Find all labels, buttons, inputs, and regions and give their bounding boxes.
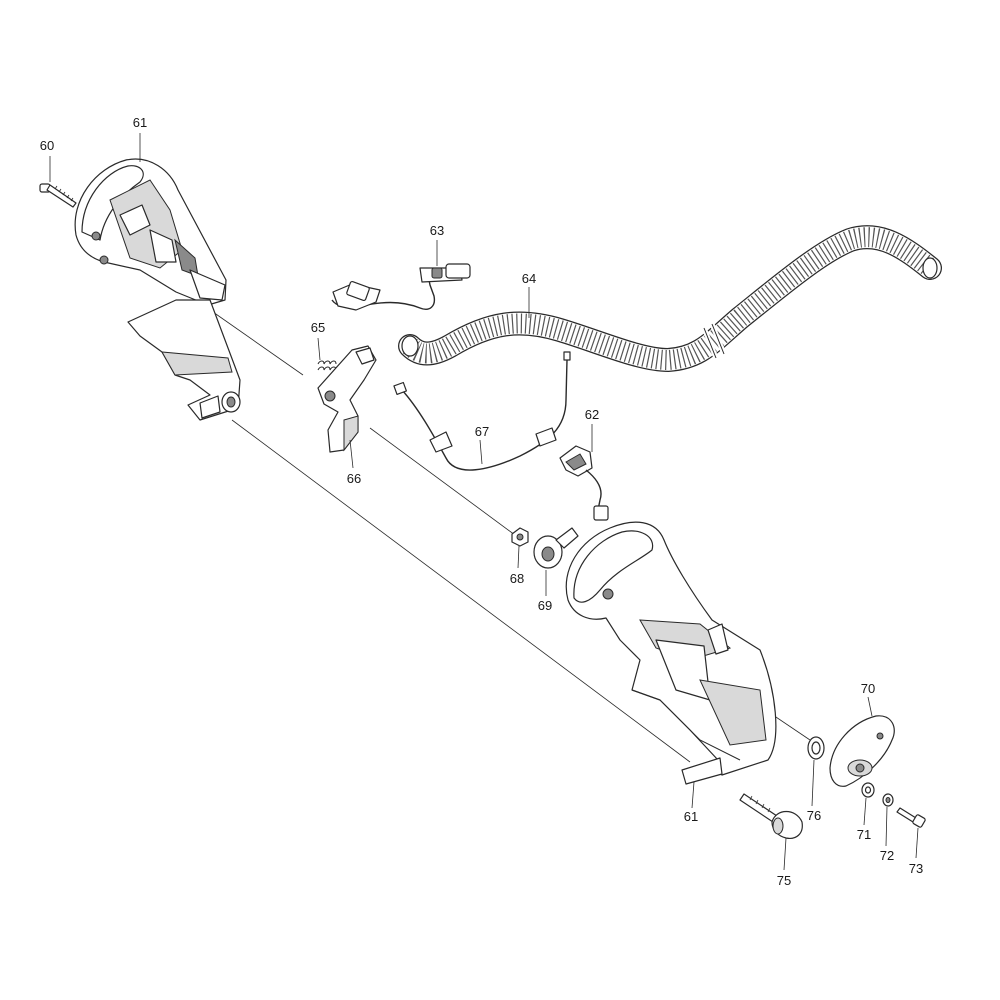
- part-76-washer[interactable]: [807, 736, 825, 760]
- callout-71: 71: [857, 827, 871, 842]
- callout-75: 75: [777, 873, 791, 888]
- part-66-throttle-trigger[interactable]: [317, 345, 377, 453]
- callout-68: 68: [510, 571, 524, 586]
- callout-69: 69: [538, 598, 552, 613]
- part-68-nut[interactable]: [511, 527, 529, 547]
- part-67-throttle-cable[interactable]: [393, 351, 571, 471]
- callout-60: 60: [40, 138, 54, 153]
- callout-65: 65: [311, 320, 325, 335]
- part-72-washer[interactable]: [882, 793, 894, 807]
- part-63-wire-harness[interactable]: [331, 263, 471, 311]
- part-70-knob-cap[interactable]: [829, 715, 895, 787]
- callout-61-lower: 61: [684, 809, 698, 824]
- callout-63: 63: [430, 223, 444, 238]
- callout-73: 73: [909, 861, 923, 876]
- callout-70: 70: [861, 681, 875, 696]
- part-61-upper-handle-housing[interactable]: [74, 158, 241, 421]
- part-69-switch-knob[interactable]: [533, 527, 579, 569]
- part-64-corrugated-hose[interactable]: [398, 225, 942, 373]
- callout-62: 62: [585, 407, 599, 422]
- leader-lines: [49, 133, 919, 871]
- callout-72: 72: [880, 848, 894, 863]
- part-65-spring[interactable]: [317, 360, 337, 371]
- part-60-screw[interactable]: [39, 183, 77, 208]
- callout-76: 76: [807, 808, 821, 823]
- callout-67: 67: [475, 424, 489, 439]
- part-61-lower-handle-housing[interactable]: [565, 521, 777, 785]
- callout-61-upper: 61: [133, 115, 147, 130]
- callout-labels: 60 61 63 64 65 66 67 62 68 69 70 61 76 7…: [40, 115, 923, 888]
- callout-66: 66: [347, 471, 361, 486]
- part-73-bolt[interactable]: [896, 807, 926, 828]
- part-75-thumb-screw[interactable]: [739, 793, 803, 839]
- part-71-washer[interactable]: [861, 782, 875, 798]
- part-62-stop-switch[interactable]: [559, 445, 609, 521]
- callout-64: 64: [522, 271, 536, 286]
